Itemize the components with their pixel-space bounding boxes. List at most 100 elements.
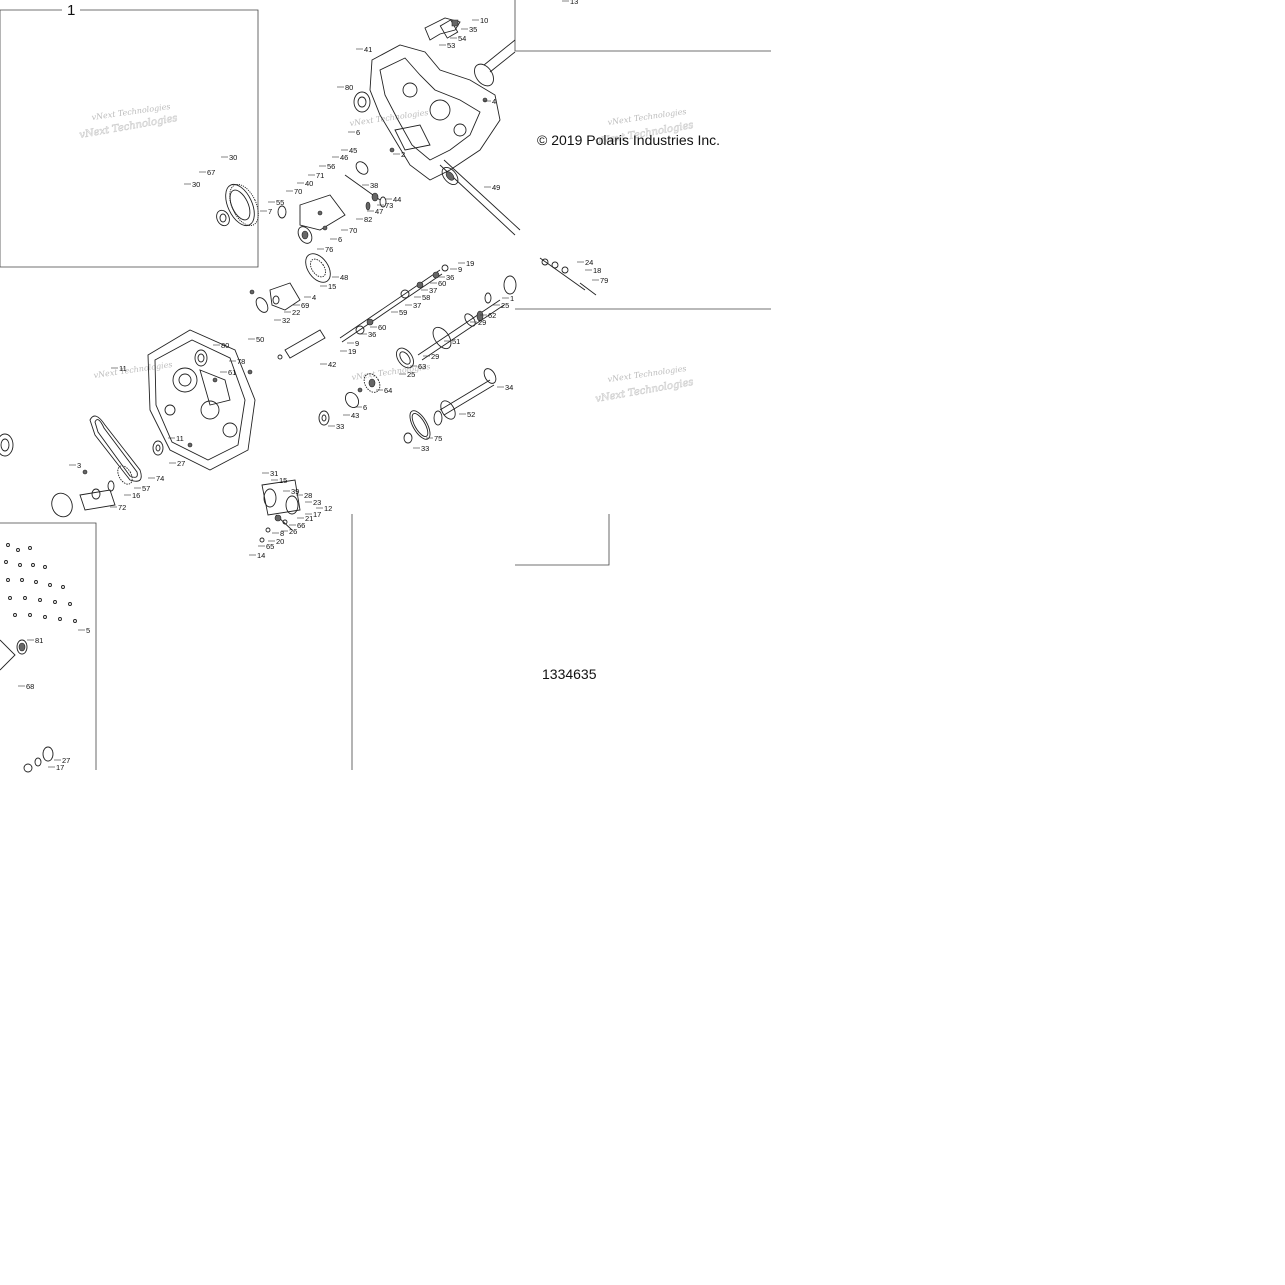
- callout-label: 72: [118, 503, 126, 512]
- callout-label: 17: [56, 763, 64, 772]
- callout-label: 10: [480, 16, 488, 25]
- page-number: 1: [67, 2, 75, 19]
- callout-label: 34: [505, 383, 513, 392]
- part-drawings: [0, 17, 597, 773]
- callout-label: 20: [276, 537, 284, 546]
- callout-label: 8: [280, 529, 284, 538]
- callout-label: 29: [431, 352, 439, 361]
- callout-label: 6: [363, 403, 367, 412]
- drawing-number: 1334635: [542, 666, 597, 682]
- callout-label: 65: [266, 542, 274, 551]
- callout-label: 2: [401, 150, 405, 159]
- callout-label: 71: [316, 171, 324, 180]
- callout-label: 80: [221, 341, 229, 350]
- callout-label: 15: [328, 282, 336, 291]
- callout-label: 55: [276, 198, 284, 207]
- callout-label: 28: [304, 491, 312, 500]
- callout-label: 47: [375, 207, 383, 216]
- callout-label: 18: [593, 266, 601, 275]
- callout-label: 39: [291, 487, 299, 496]
- callout-label: 15: [279, 476, 287, 485]
- callout-label: 50: [256, 335, 264, 344]
- callout-label: 12: [324, 504, 332, 513]
- callout-label: 67: [207, 168, 215, 177]
- callout-label: 37: [413, 301, 421, 310]
- callout-label: 41: [364, 45, 372, 54]
- callout-label: 46: [340, 153, 348, 162]
- callout-label: 21: [305, 514, 313, 523]
- callout-label: 38: [370, 181, 378, 190]
- callout-label: 6: [338, 235, 342, 244]
- callout-label: 27: [62, 756, 70, 765]
- callout-label: 66: [297, 521, 305, 530]
- callout-label: 7: [268, 207, 272, 216]
- callout-label: 76: [325, 245, 333, 254]
- watermark: vNext Technologies: [349, 108, 429, 128]
- callout-label: 19: [348, 347, 356, 356]
- callout-label: 14: [257, 551, 265, 560]
- callout-label: 36: [446, 273, 454, 282]
- callout-label: 23: [313, 498, 321, 507]
- callout-label: 16: [132, 491, 140, 500]
- callout-label: 56: [327, 162, 335, 171]
- callout-label: 22: [292, 308, 300, 317]
- callout-label: 73: [385, 201, 393, 210]
- callout-label: 30: [229, 153, 237, 162]
- callout-label: 54: [458, 34, 466, 43]
- panel-frames: [0, 0, 771, 770]
- callout-label: 29: [478, 318, 486, 327]
- callout-label: 63: [418, 362, 426, 371]
- callout-label: 57: [142, 484, 150, 493]
- callout-label: 27: [177, 459, 185, 468]
- callout-label: 69: [301, 301, 309, 310]
- callout-label: 45: [349, 146, 357, 155]
- callout-label: 26: [289, 527, 297, 536]
- callout-label: 52: [467, 410, 475, 419]
- callout-label: 59: [399, 308, 407, 317]
- callout-label: 58: [422, 293, 430, 302]
- callout-label: 25: [501, 301, 509, 310]
- callout-label: 24: [585, 258, 593, 267]
- callout-label: 30: [192, 180, 200, 189]
- callout-label: 17: [313, 510, 321, 519]
- callout-label: 74: [156, 474, 164, 483]
- callout-label: 5: [86, 626, 90, 635]
- callout-label: 3: [77, 461, 81, 470]
- callout-label: 11: [119, 364, 127, 373]
- watermark: vNext Technologies: [93, 360, 173, 380]
- callout-label: 4: [492, 97, 496, 106]
- callout-label: 4: [312, 293, 316, 302]
- callout-label: 9: [458, 265, 462, 274]
- callout-label: 35: [469, 25, 477, 34]
- callout-label: 51: [452, 337, 460, 346]
- callout-label: 31: [270, 469, 278, 478]
- copyright-notice: © 2019 Polaris Industries Inc.: [537, 132, 720, 148]
- callout-label: 60: [438, 279, 446, 288]
- callout-label: 60: [378, 323, 386, 332]
- callout-label: 19: [466, 259, 474, 268]
- callout-label: 25: [407, 370, 415, 379]
- callout-label: 36: [368, 330, 376, 339]
- callout-label: 11: [176, 434, 184, 443]
- callout-label: 13: [570, 0, 578, 6]
- callout-label: 9: [355, 339, 359, 348]
- callout-labels: 1310355453418042464565671407038447347827…: [18, 0, 608, 772]
- callout-label: 37: [429, 286, 437, 295]
- callout-label: 40: [305, 179, 313, 188]
- callout-label: 68: [26, 682, 34, 691]
- callout-label: 32: [282, 316, 290, 325]
- callout-label: 44: [393, 195, 401, 204]
- callout-label: 53: [447, 41, 455, 50]
- callout-label: 70: [294, 187, 302, 196]
- callout-label: 42: [328, 360, 336, 369]
- callout-label: 64: [384, 386, 392, 395]
- callout-label: 62: [488, 311, 496, 320]
- callout-label: 49: [492, 183, 500, 192]
- callout-label: 33: [336, 422, 344, 431]
- callout-label: 1: [510, 294, 514, 303]
- callout-label: 78: [237, 357, 245, 366]
- callout-label: 81: [35, 636, 43, 645]
- callout-label: 33: [421, 444, 429, 453]
- callout-label: 75: [434, 434, 442, 443]
